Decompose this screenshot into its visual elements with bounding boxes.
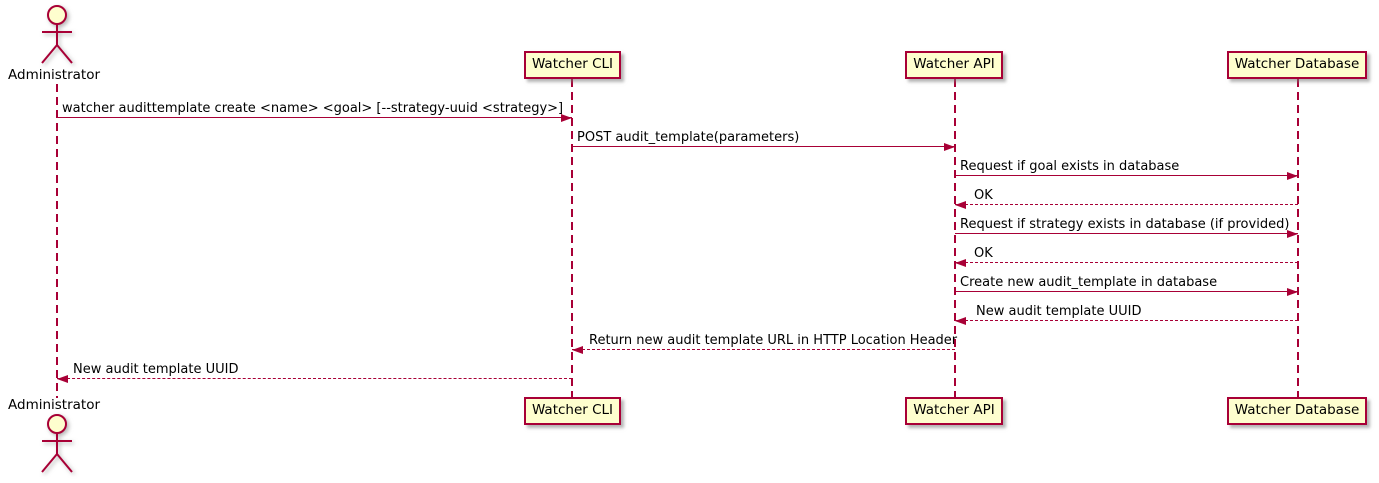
arrowhead-right-icon [1287,172,1298,180]
message-6: OK [955,246,1298,267]
message-1: watcher audittemplate create <name> <goa… [57,101,572,122]
participant-box-watcher-api-bottom: Watcher API [905,397,1003,425]
arrowhead-right-icon [944,143,955,151]
message-3-label: Request if goal exists in database [960,159,1180,174]
lifeline-administrator [56,84,58,398]
message-10-label: New audit template UUID [73,362,239,377]
lifeline-watcher-cli [571,79,573,397]
arrowhead-right-icon [1287,288,1298,296]
message-9: Return new audit template URL in HTTP Lo… [572,333,958,354]
arrowhead-left-icon [57,375,68,383]
message-8-line [955,320,1298,321]
message-8-label: New audit template UUID [976,304,1142,319]
actor-icon [41,414,73,473]
participant-box-watcher-cli-top: Watcher CLI [524,51,621,79]
lifeline-watcher-database [1297,79,1299,397]
arrowhead-left-icon [955,259,966,267]
message-3: Request if goal exists in database [955,159,1298,180]
actor-label-bottom: Administrator [8,397,101,413]
message-9-label: Return new audit template URL in HTTP Lo… [589,333,958,348]
message-8: New audit template UUID [955,304,1298,325]
arrowhead-right-icon [561,114,572,122]
message-4-label: OK [974,188,993,203]
message-5-label: Request if strategy exists in database (… [960,217,1290,232]
message-5: Request if strategy exists in database (… [955,217,1298,238]
arrowhead-left-icon [955,317,966,325]
arrowhead-left-icon [572,346,583,354]
arrowhead-right-icon [1287,230,1298,238]
participant-box-watcher-database-top: Watcher Database [1227,51,1367,79]
message-7-line [955,291,1298,292]
message-3-line [955,175,1298,176]
message-4-line [955,204,1298,205]
participant-box-watcher-database-bottom: Watcher Database [1227,397,1367,425]
message-2-label: POST audit_template(parameters) [577,130,800,145]
message-6-label: OK [974,246,993,261]
message-10: New audit template UUID [57,362,572,383]
message-2-line [572,146,955,147]
message-6-line [955,262,1298,263]
actor-icon [41,5,73,64]
arrowhead-left-icon [955,201,966,209]
message-1-label: watcher audittemplate create <name> <goa… [62,101,564,116]
message-1-line [57,117,572,118]
participant-box-watcher-cli-bottom: Watcher CLI [524,397,621,425]
message-9-line [572,349,955,350]
message-2: POST audit_template(parameters) [572,130,955,151]
message-7-label: Create new audit_template in database [960,275,1218,290]
message-4: OK [955,188,1298,209]
lifeline-watcher-api [954,79,956,397]
message-5-line [955,233,1298,234]
message-10-line [57,378,572,379]
actor-label-top: Administrator [8,67,101,83]
participant-box-watcher-api-top: Watcher API [905,51,1003,79]
message-7: Create new audit_template in database [955,275,1298,296]
